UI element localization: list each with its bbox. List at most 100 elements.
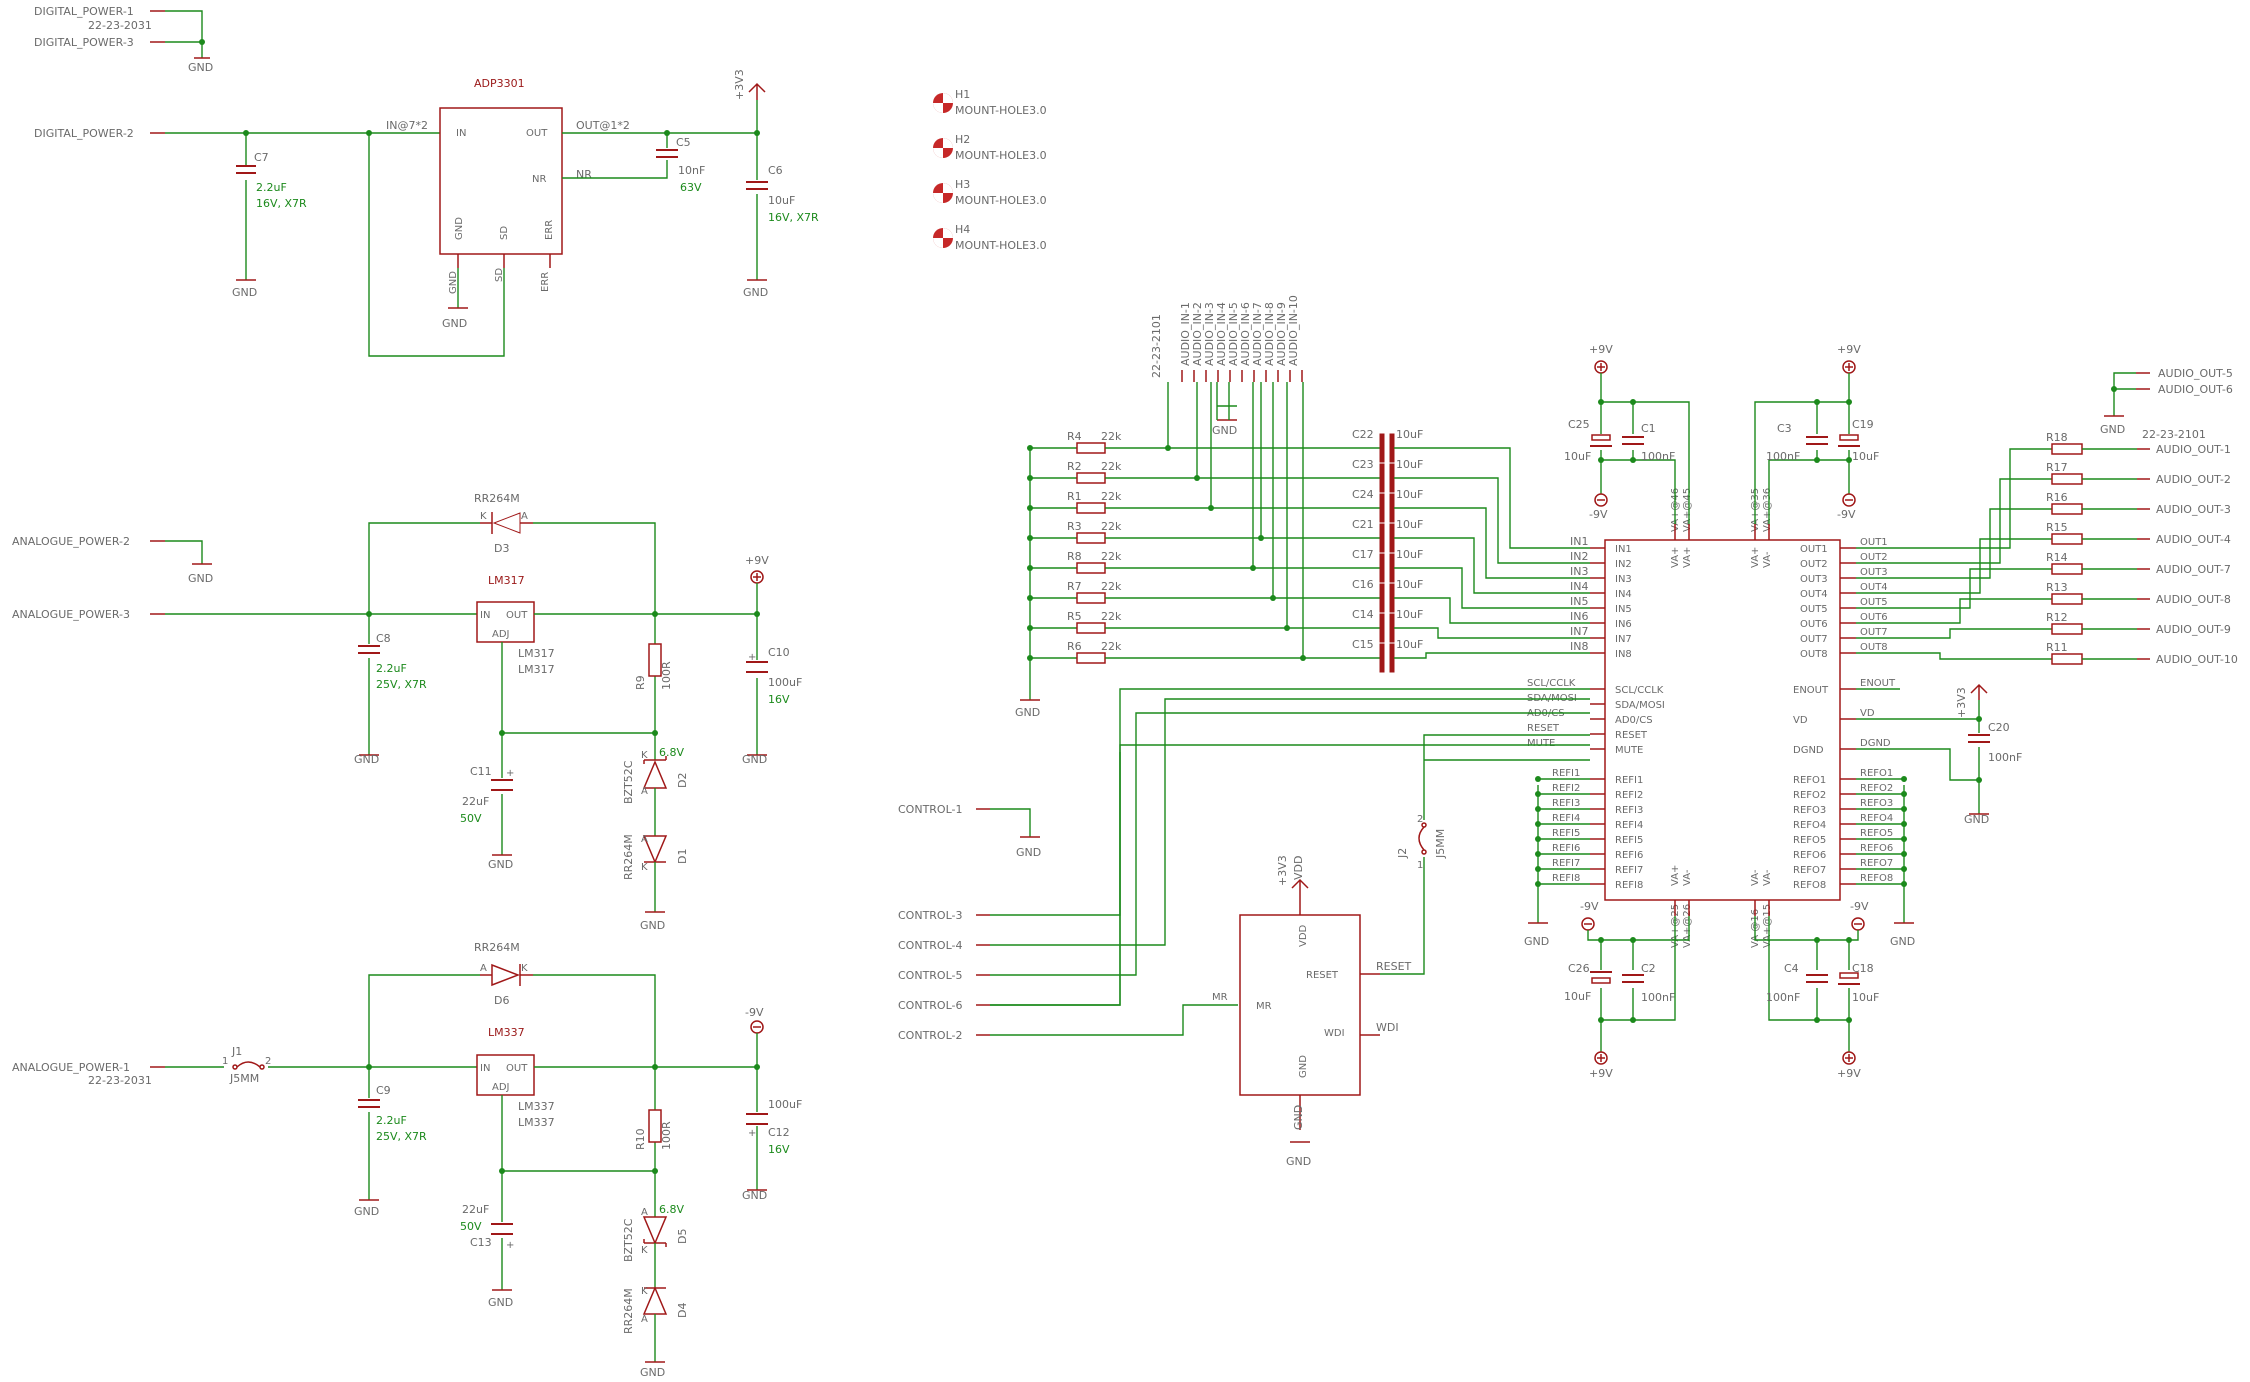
audio-out-label: AUDIO_OUT-8 <box>2156 593 2231 606</box>
svg-text:OUT: OUT <box>506 610 528 621</box>
power-p9v-label: +9V <box>1589 1067 1613 1080</box>
svg-text:A: A <box>641 1314 648 1325</box>
svg-text:RESET: RESET <box>1306 970 1339 981</box>
audio-out-label: AUDIO_OUT-3 <box>2156 503 2231 516</box>
audio-in-5-label: AUDIO_IN-5 <box>1227 302 1240 366</box>
svg-text:IN: IN <box>480 1063 490 1074</box>
svg-text:IN: IN <box>480 610 490 621</box>
svg-text:1: 1 <box>222 1056 228 1067</box>
svg-text:MR: MR <box>1212 992 1228 1003</box>
codec-pin-label: IN8 <box>1615 649 1632 660</box>
codec-control-net: SCL/CCLK <box>1527 678 1576 689</box>
codec-pin-label: MUTE <box>1615 745 1643 756</box>
junction <box>1027 535 1033 541</box>
codec-pin-label: IN3 <box>1615 574 1632 585</box>
resistor-body <box>2051 533 2083 545</box>
svg-text:K: K <box>521 963 528 974</box>
junction <box>1901 776 1907 782</box>
d4-ref: D4 <box>676 1303 689 1318</box>
gnd-symbol-label: GND <box>1015 706 1040 719</box>
resistor-body <box>2051 473 2083 485</box>
wire <box>1856 598 2052 624</box>
codec-refo-net: REFO8 <box>1860 873 1893 884</box>
d6-part: RR264M <box>474 941 520 954</box>
audio-in-4-label: AUDIO_IN-4 <box>1215 302 1228 366</box>
audio-out-label: AUDIO_OUT-10 <box>2156 653 2238 666</box>
codec-refi-net: REFI7 <box>1552 858 1580 869</box>
resistor-value: 22k <box>1101 430 1122 443</box>
codec-refi-net: REFI3 <box>1552 798 1580 809</box>
svg-text:VA+@15: VA+@15 <box>1762 904 1773 948</box>
svg-text:MOUNT-HOLE3.0: MOUNT-HOLE3.0 <box>955 149 1047 162</box>
c20-ref: C20 <box>1988 721 2010 734</box>
svg-text:A: A <box>641 786 648 797</box>
resistor-body <box>2051 503 2083 515</box>
c5-ref: C5 <box>676 136 691 149</box>
net-label-control-4: CONTROL-4 <box>898 939 963 952</box>
adp-out-pin: OUT@1*2 <box>576 119 630 132</box>
gnd-symbol-label: GND <box>488 1296 513 1309</box>
capacitor-plate <box>1379 553 1385 583</box>
junction <box>1027 595 1033 601</box>
codec-pin-label: AD0/CS <box>1615 715 1653 726</box>
codec-left-pins: IN1IN2IN3IN4IN5IN6IN7IN8SCL/CCLKSCL/CCLK… <box>1527 544 1665 891</box>
r9-ref: R9 <box>634 675 647 690</box>
net-label-analogue-power-1: ANALOGUE_POWER-1 <box>12 1061 130 1074</box>
c6-rating: 16V, X7R <box>768 211 819 224</box>
svg-text:ADJ: ADJ <box>492 629 510 640</box>
svg-text:ERR: ERR <box>544 220 555 240</box>
codec-output-net: OUT8 <box>1860 642 1888 653</box>
resistor-ref: R16 <box>2046 491 2068 504</box>
resistor-body <box>2051 563 2083 575</box>
codec-refo-net: REFO5 <box>1860 828 1893 839</box>
svg-text:OUT: OUT <box>526 128 548 139</box>
resistor-body <box>1076 472 1106 484</box>
codec-pin-label: REFO6 <box>1793 850 1826 861</box>
c9-value: 2.2uF <box>376 1114 407 1127</box>
resistor-body <box>1076 622 1106 634</box>
svg-text:H3: H3 <box>955 178 970 191</box>
gnd-symbol-label: GND <box>1964 813 1989 826</box>
svg-text:WDI: WDI <box>1324 1028 1345 1039</box>
resistor-body <box>1076 442 1106 454</box>
mount-hole-h4: H4 MOUNT-HOLE3.0 <box>933 223 1047 252</box>
power-p9v-label: +9V <box>1589 343 1613 356</box>
lm337-value: LM337 <box>518 1100 555 1113</box>
gnd-symbol-label: GND <box>1890 935 1915 948</box>
codec-refo-net: REFO3 <box>1860 798 1893 809</box>
codec-control-net: RESET <box>1527 723 1560 734</box>
svg-text:MOUNT-HOLE3.0: MOUNT-HOLE3.0 <box>955 104 1047 117</box>
power-n9v-label: -9V <box>1837 508 1856 521</box>
codec-pin-label: IN4 <box>1615 589 1632 600</box>
svg-text:VDD: VDD <box>1298 924 1309 947</box>
audio-out-label: AUDIO_OUT-2 <box>2156 473 2231 486</box>
capacitor-plate <box>1389 613 1395 643</box>
codec-pin-label: REFI3 <box>1615 805 1643 816</box>
gnd-symbol-label: GND <box>742 753 767 766</box>
gnd-symbol-label: GND <box>488 858 513 871</box>
power-n9v-label: -9V <box>745 1006 764 1019</box>
codec-output-net: OUT6 <box>1860 612 1888 623</box>
codec-input-net: IN4 <box>1570 580 1588 593</box>
codec-pin-label: OUT2 <box>1800 559 1828 570</box>
svg-text:VA+: VA+ <box>1670 547 1681 568</box>
lm337-value: LM337 <box>518 1116 555 1129</box>
svg-text:H2: H2 <box>955 133 970 146</box>
junction <box>1027 445 1033 451</box>
codec-pin-label: REFI8 <box>1615 880 1643 891</box>
codec-output-net: OUT3 <box>1860 567 1888 578</box>
audio-output-section: AUDIO_OUT-5 AUDIO_OUT-6 GND 22-23-2101 R… <box>1856 367 2238 666</box>
codec-pin-label: REFI1 <box>1615 775 1643 786</box>
power-3v3-label: +3V3 <box>733 69 746 100</box>
codec-input-net: IN8 <box>1570 640 1588 653</box>
d2-ref: D2 <box>676 773 689 788</box>
svg-text:VA+@36: VA+@36 <box>1762 488 1773 532</box>
codec-pin-label: OUT7 <box>1800 634 1828 645</box>
d5-part: BZT52C <box>622 1218 635 1262</box>
d5-ref: D5 <box>676 1229 689 1244</box>
j1-value: J5MM <box>229 1072 259 1085</box>
connector-value: 22-23-2031 <box>88 19 152 32</box>
capacitor-value: 10uF <box>1396 548 1423 561</box>
capacitor-value: 10uF <box>1396 578 1423 591</box>
capacitor-plate <box>1379 613 1385 643</box>
